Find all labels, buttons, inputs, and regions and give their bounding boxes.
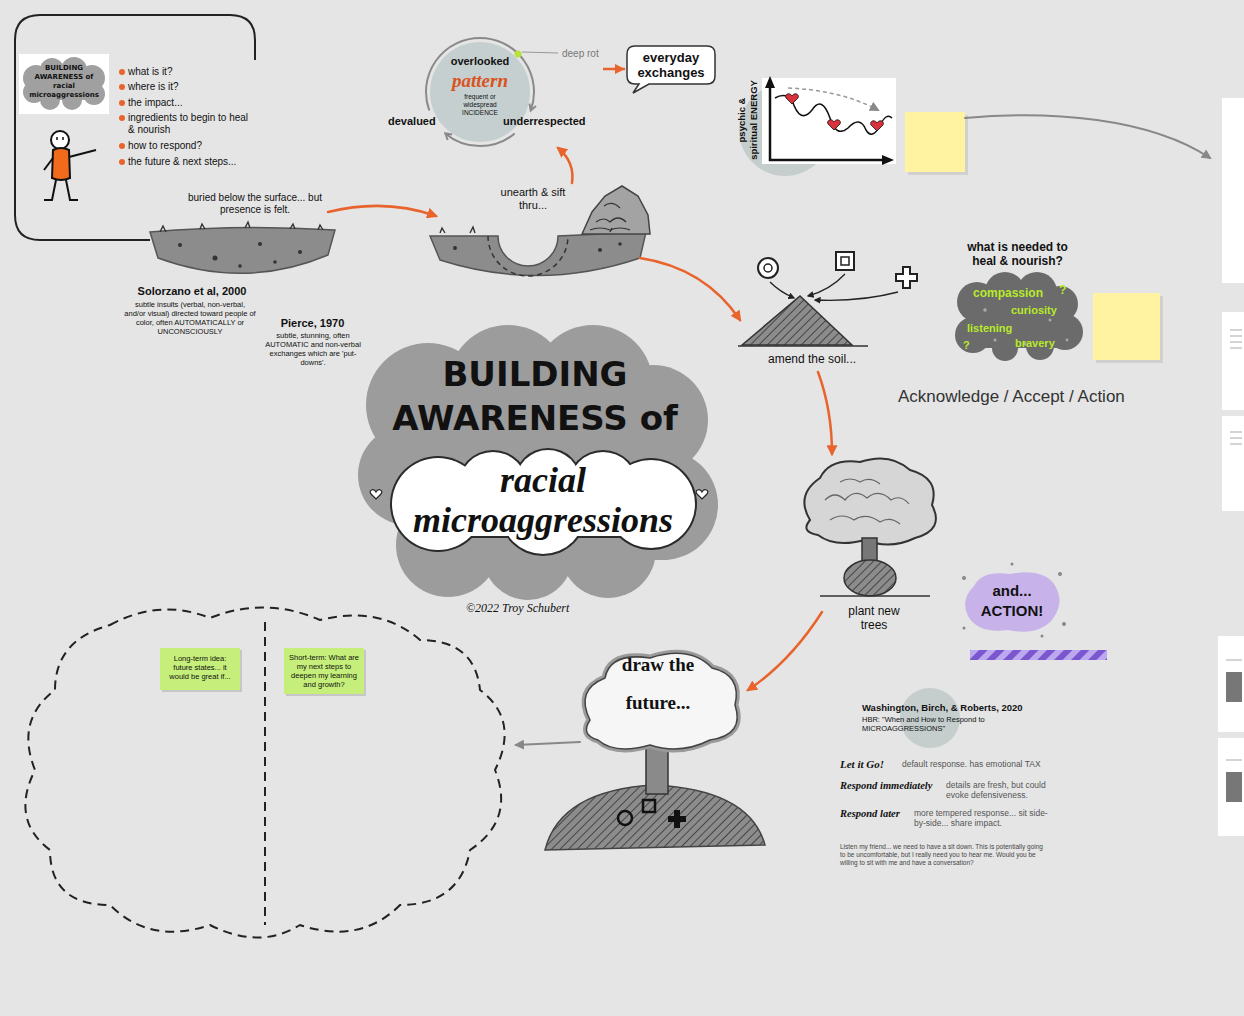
reference-circle: Washington, Birch, & Roberts, 2020HBR: "… (858, 690, 1058, 740)
node-text: Short-term: What are my next steps to de… (288, 653, 360, 689)
title-cloud: BUILDING AWARENESS of racial microaggress… (358, 330, 712, 598)
node-text: ? (963, 338, 970, 352)
response-note: details are fresh, but could evoke defen… (946, 780, 1056, 800)
node-text: Washington, Birch, & Roberts, 2020 (862, 702, 1057, 714)
node-text: everyday exchanges (629, 50, 713, 80)
speech-bubble: everyday exchanges (625, 44, 717, 94)
node-text: what is needed to heal & nourish? (955, 240, 1080, 268)
response-note: default response. has emotional TAX (902, 759, 1052, 769)
node-text: racial microaggressions (401, 460, 685, 540)
node-text: HBR: "When and How to Respond to MICROAG… (862, 715, 1012, 733)
node-text: where is it? (128, 81, 253, 93)
future-cloud (25, 607, 504, 937)
stick-figure (44, 131, 96, 200)
sticky-note: Long-term idea: future states... it woul… (160, 648, 240, 690)
title-thumbnail: BUILDING AWARENESS of racial microaggres… (22, 58, 106, 108)
node-text: pattern (435, 70, 525, 92)
node-text: the impact... (128, 97, 253, 109)
node-text: ingredients to begin to heal & nourish (128, 112, 253, 136)
future-tree (545, 653, 765, 850)
action-bar (970, 650, 1107, 660)
node-text: Long-term idea: future states... it woul… (164, 654, 236, 681)
flow-connector (603, 64, 625, 74)
example-script: Listen my friend... we need to have a si… (840, 843, 1045, 867)
node-text: listening (967, 321, 1012, 335)
soil-surface (150, 222, 335, 273)
step-caption: unearth & sift thru... (500, 186, 566, 212)
title-inner-cloud: racial microaggressions (393, 450, 693, 552)
overview-card: what is it? where is it? the impact... ingr… (15, 15, 255, 240)
response-option: Respond later (840, 807, 900, 820)
node-text: and... ACTION! (966, 581, 1058, 621)
sticky-note: Short-term: What are my next steps to de… (284, 648, 364, 694)
definition-text: subtle, stunning, often AUTOMATIC and no… (264, 331, 362, 367)
node-text: bravery (1015, 336, 1055, 350)
node-text: curiosity (1011, 303, 1057, 317)
node-shape (962, 568, 1062, 634)
step-caption: amend the soil... (768, 352, 856, 367)
response-option: Respond immediately (840, 779, 932, 792)
node-text: frequent or widespread INCIDENCE (447, 93, 513, 117)
node-text: how to respond? (128, 140, 253, 152)
node-text: devalued (388, 115, 443, 128)
node-text: the future & next steps... (128, 156, 253, 168)
soil-amendments (738, 252, 917, 346)
node-text: compassion (973, 286, 1043, 301)
new-tree (804, 458, 936, 596)
copyright: ©2022 Troy Schubert (466, 601, 569, 616)
action-blob: and... ACTION! (962, 568, 1062, 634)
node-text: underrespected (503, 115, 601, 128)
node-text: BUILDING AWARENESS of (375, 352, 695, 440)
thumbnail-background (19, 54, 109, 114)
node-text: BUILDING AWARENESS of racial microaggres… (25, 64, 103, 100)
node-text: ? (1059, 283, 1066, 298)
definition-text: subtle insults (verbal, non-verbal, and/… (124, 300, 256, 336)
energy-chart (739, 76, 896, 176)
response-option: Let it Go! (840, 757, 884, 771)
tagline: Acknowledge / Accept / Action (898, 386, 1125, 407)
step-caption: plant new trees (838, 604, 910, 632)
response-note: more tempered response... sit side-by-si… (914, 808, 1049, 828)
arrow-head (615, 64, 625, 74)
node-text: what is it? (128, 66, 253, 78)
step-caption: draw the future... (606, 646, 710, 722)
step-caption: buried below the surface... but presence… (185, 192, 325, 216)
sticky-notes (905, 112, 1163, 363)
reference-heading: Solorzano et al, 2000 (128, 284, 256, 298)
unearth-soil (430, 186, 650, 276)
needs-cloud: what is needed to heal & nourish? compass… (955, 240, 1080, 360)
axis-label: psychic & spiritual ENERGY (736, 80, 760, 160)
side-thumbnails (1218, 98, 1244, 836)
reference-heading: Pierce, 1970 (265, 316, 360, 330)
node-text: overlooked (440, 55, 520, 68)
annotation: deep rot (562, 47, 599, 60)
